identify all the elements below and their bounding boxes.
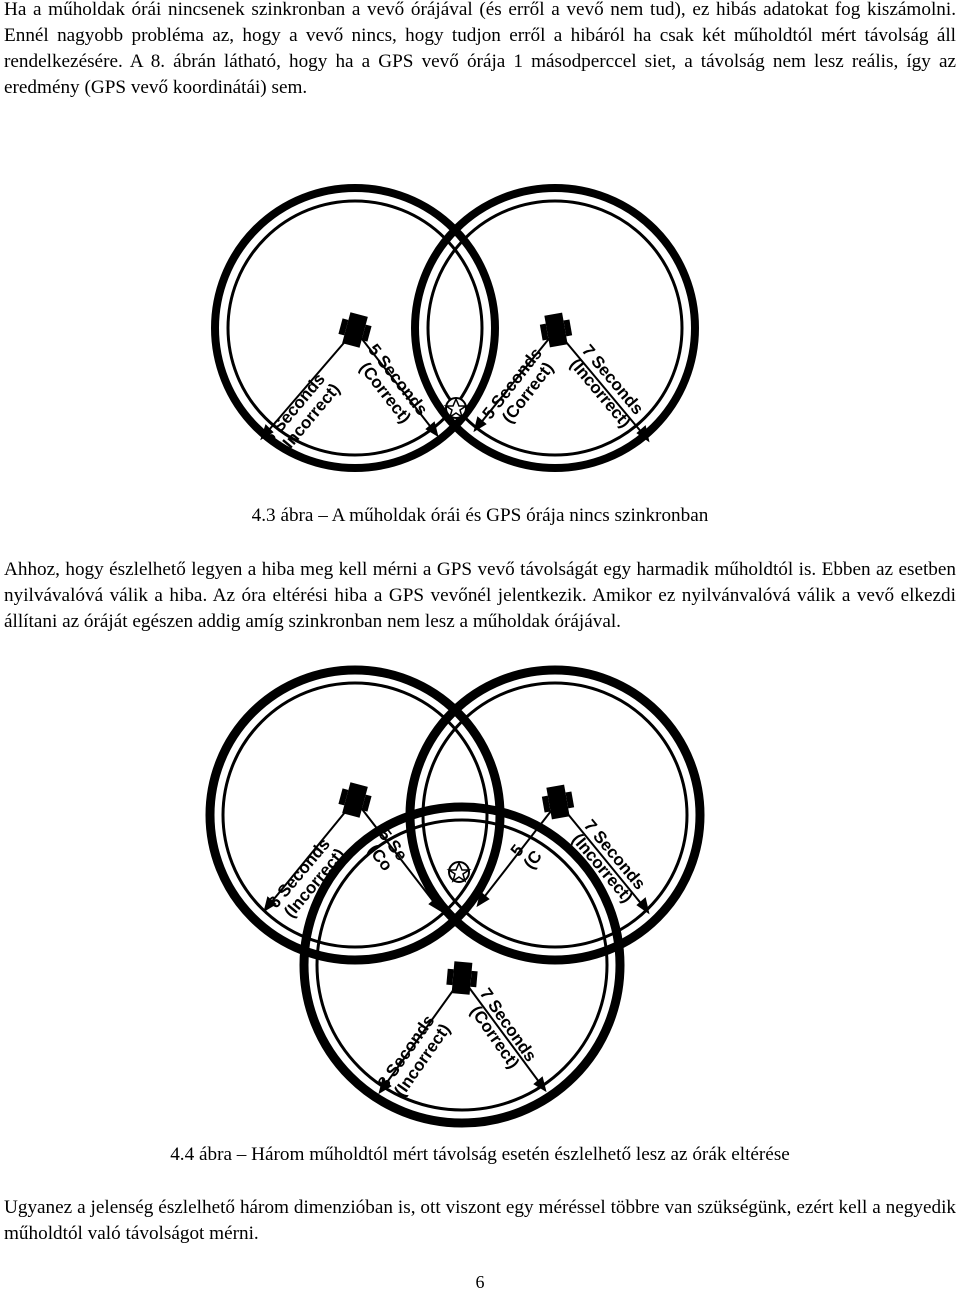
figure-caption: 4.3 ábra – A műholdak órái és GPS órája …	[251, 505, 709, 526]
receiver-star-icon	[443, 397, 469, 419]
left-inner-circle	[221, 681, 489, 949]
figure-caption: 4.4 ábra – Három műholdtól mért távolság…	[170, 1144, 790, 1165]
page-number: 6	[475, 1272, 485, 1292]
body-paragraph: Ahhoz, hogy észlelhető legyen a hiba meg…	[4, 559, 956, 632]
left-outer-circle	[211, 184, 499, 472]
right-outer-circle	[411, 184, 699, 472]
arrow-line	[461, 977, 546, 1091]
svg-text:8 Seconds (Incorrect): 8 Seconds (Incorrect)	[374, 1008, 456, 1103]
arrow-head	[263, 896, 277, 913]
arrow-head	[428, 896, 442, 913]
arrow-line	[264, 799, 356, 911]
arrow-line	[261, 329, 356, 439]
bottom-outer-circle	[299, 802, 625, 1128]
arrow-line	[379, 977, 463, 1093]
svg-text:5 Seconds (Correct): 5 Seconds (Correct)	[350, 340, 434, 434]
svg-text:7 Seconds (Correct): 7 Seconds (Correct)	[461, 985, 543, 1080]
arrow-head	[476, 891, 490, 908]
arrow-head	[425, 421, 439, 438]
arrow-line	[555, 329, 649, 441]
arrow-head	[260, 424, 274, 441]
arrow-head	[378, 1078, 392, 1095]
range-label: (C	[520, 847, 546, 873]
figure-4-3: 6 Seconds (Incorrect) 5 Seconds (Correct…	[211, 184, 699, 472]
figure-4-4: 6 Seconds (Incorrect) 5 Se (Co 5 (C 7 Se…	[205, 665, 705, 1128]
svg-text:6 Seconds (Incorrect): 6 Seconds (Incorrect)	[265, 831, 351, 924]
bottom-inner-circle	[315, 818, 609, 1112]
arrow-line	[557, 801, 649, 913]
left-inner-circle	[226, 199, 484, 457]
arrow-line	[477, 801, 559, 906]
closing-paragraph: Ugyanez a jelenség észlelhető három dime…	[4, 1197, 956, 1244]
receiver-star-icon	[446, 861, 472, 883]
arrow-head	[636, 425, 650, 443]
arrow-head	[473, 416, 487, 433]
arrow-line	[354, 329, 438, 436]
arrow-line	[354, 799, 441, 911]
arrow-head	[636, 897, 650, 915]
right-inner-circle	[426, 199, 684, 457]
intro-paragraph: Ha a műholdak órái nincsenek szinkronban…	[4, 0, 956, 98]
arrow-line	[474, 329, 557, 431]
arrow-head	[533, 1076, 547, 1093]
